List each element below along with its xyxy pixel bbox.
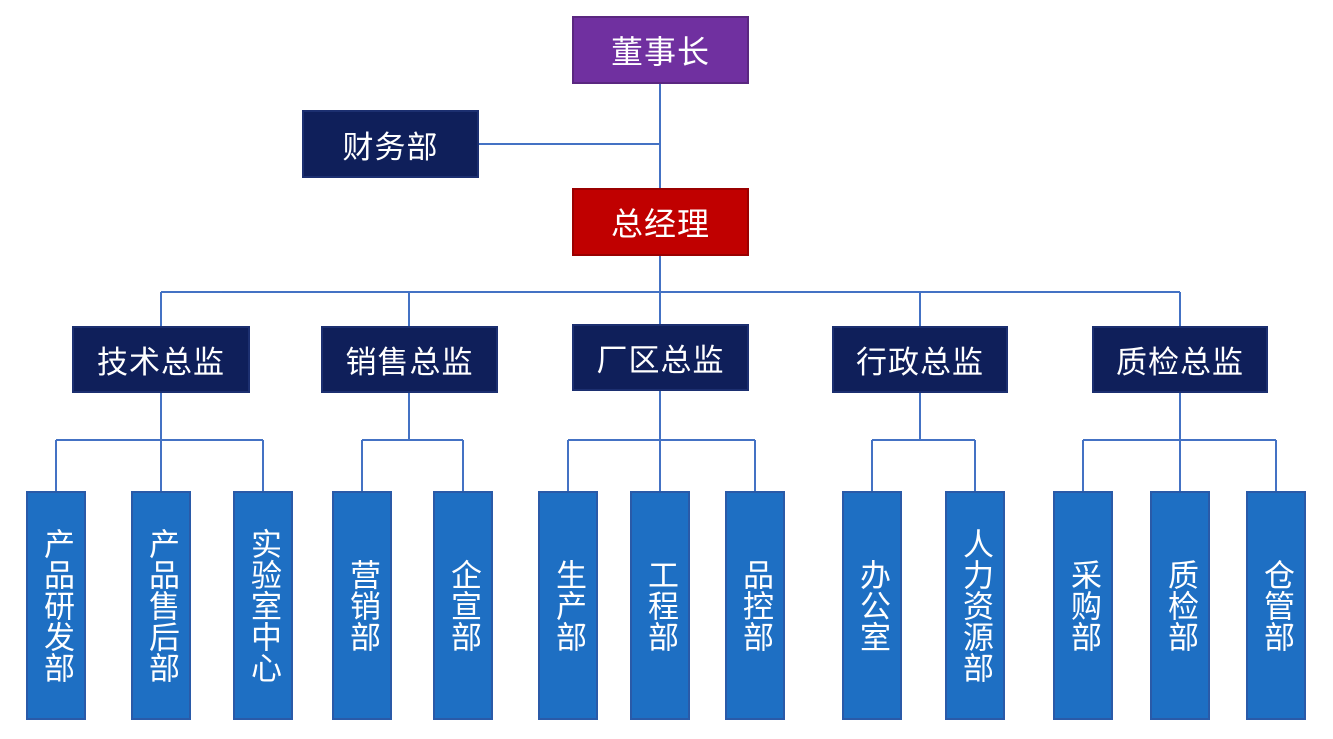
- general-manager-label: 总经理: [610, 205, 710, 243]
- department-label: 实验室中心: [245, 528, 281, 683]
- department-label: 质检部: [1162, 559, 1198, 652]
- chairman-box: 董事长: [572, 16, 749, 84]
- department-label: 办公室: [854, 559, 890, 652]
- department-label: 人力资源部: [957, 528, 993, 683]
- department-box: 营销部: [332, 491, 392, 720]
- department-label: 营销部: [344, 559, 380, 652]
- department-box: 品控部: [725, 491, 785, 720]
- department-label: 产品售后部: [143, 528, 179, 683]
- department-box: 工程部: [630, 491, 690, 720]
- chairman-label: 董事长: [610, 33, 710, 71]
- department-label: 产品研发部: [38, 528, 74, 683]
- director-label: 质检总监: [1116, 345, 1244, 381]
- department-label: 品控部: [737, 559, 773, 652]
- department-box: 产品研发部: [26, 491, 86, 720]
- department-box: 办公室: [842, 491, 902, 720]
- general-manager-box: 总经理: [572, 188, 749, 256]
- department-box: 产品售后部: [131, 491, 191, 720]
- department-box: 仓管部: [1246, 491, 1306, 720]
- director-label: 销售总监: [345, 345, 474, 381]
- director-box: 技术总监: [72, 326, 250, 393]
- department-box: 生产部: [538, 491, 598, 720]
- department-label: 企宣部: [445, 559, 481, 652]
- department-box: 采购部: [1053, 491, 1113, 720]
- department-box: 人力资源部: [945, 491, 1005, 720]
- finance-department-label: 财务部: [342, 129, 439, 166]
- director-box: 销售总监: [321, 326, 498, 393]
- director-box: 行政总监: [832, 326, 1008, 393]
- department-label: 采购部: [1065, 559, 1101, 652]
- director-label: 厂区总监: [596, 343, 725, 379]
- director-label: 技术总监: [97, 345, 225, 381]
- department-box: 质检部: [1150, 491, 1210, 720]
- director-box: 质检总监: [1092, 326, 1268, 393]
- director-label: 行政总监: [856, 345, 984, 381]
- department-label: 仓管部: [1258, 559, 1294, 652]
- department-box: 实验室中心: [233, 491, 293, 720]
- finance-department-box: 财务部: [302, 110, 479, 178]
- department-label: 工程部: [642, 559, 678, 652]
- department-label: 生产部: [550, 559, 586, 652]
- director-box: 厂区总监: [572, 324, 749, 391]
- department-box: 企宣部: [433, 491, 493, 720]
